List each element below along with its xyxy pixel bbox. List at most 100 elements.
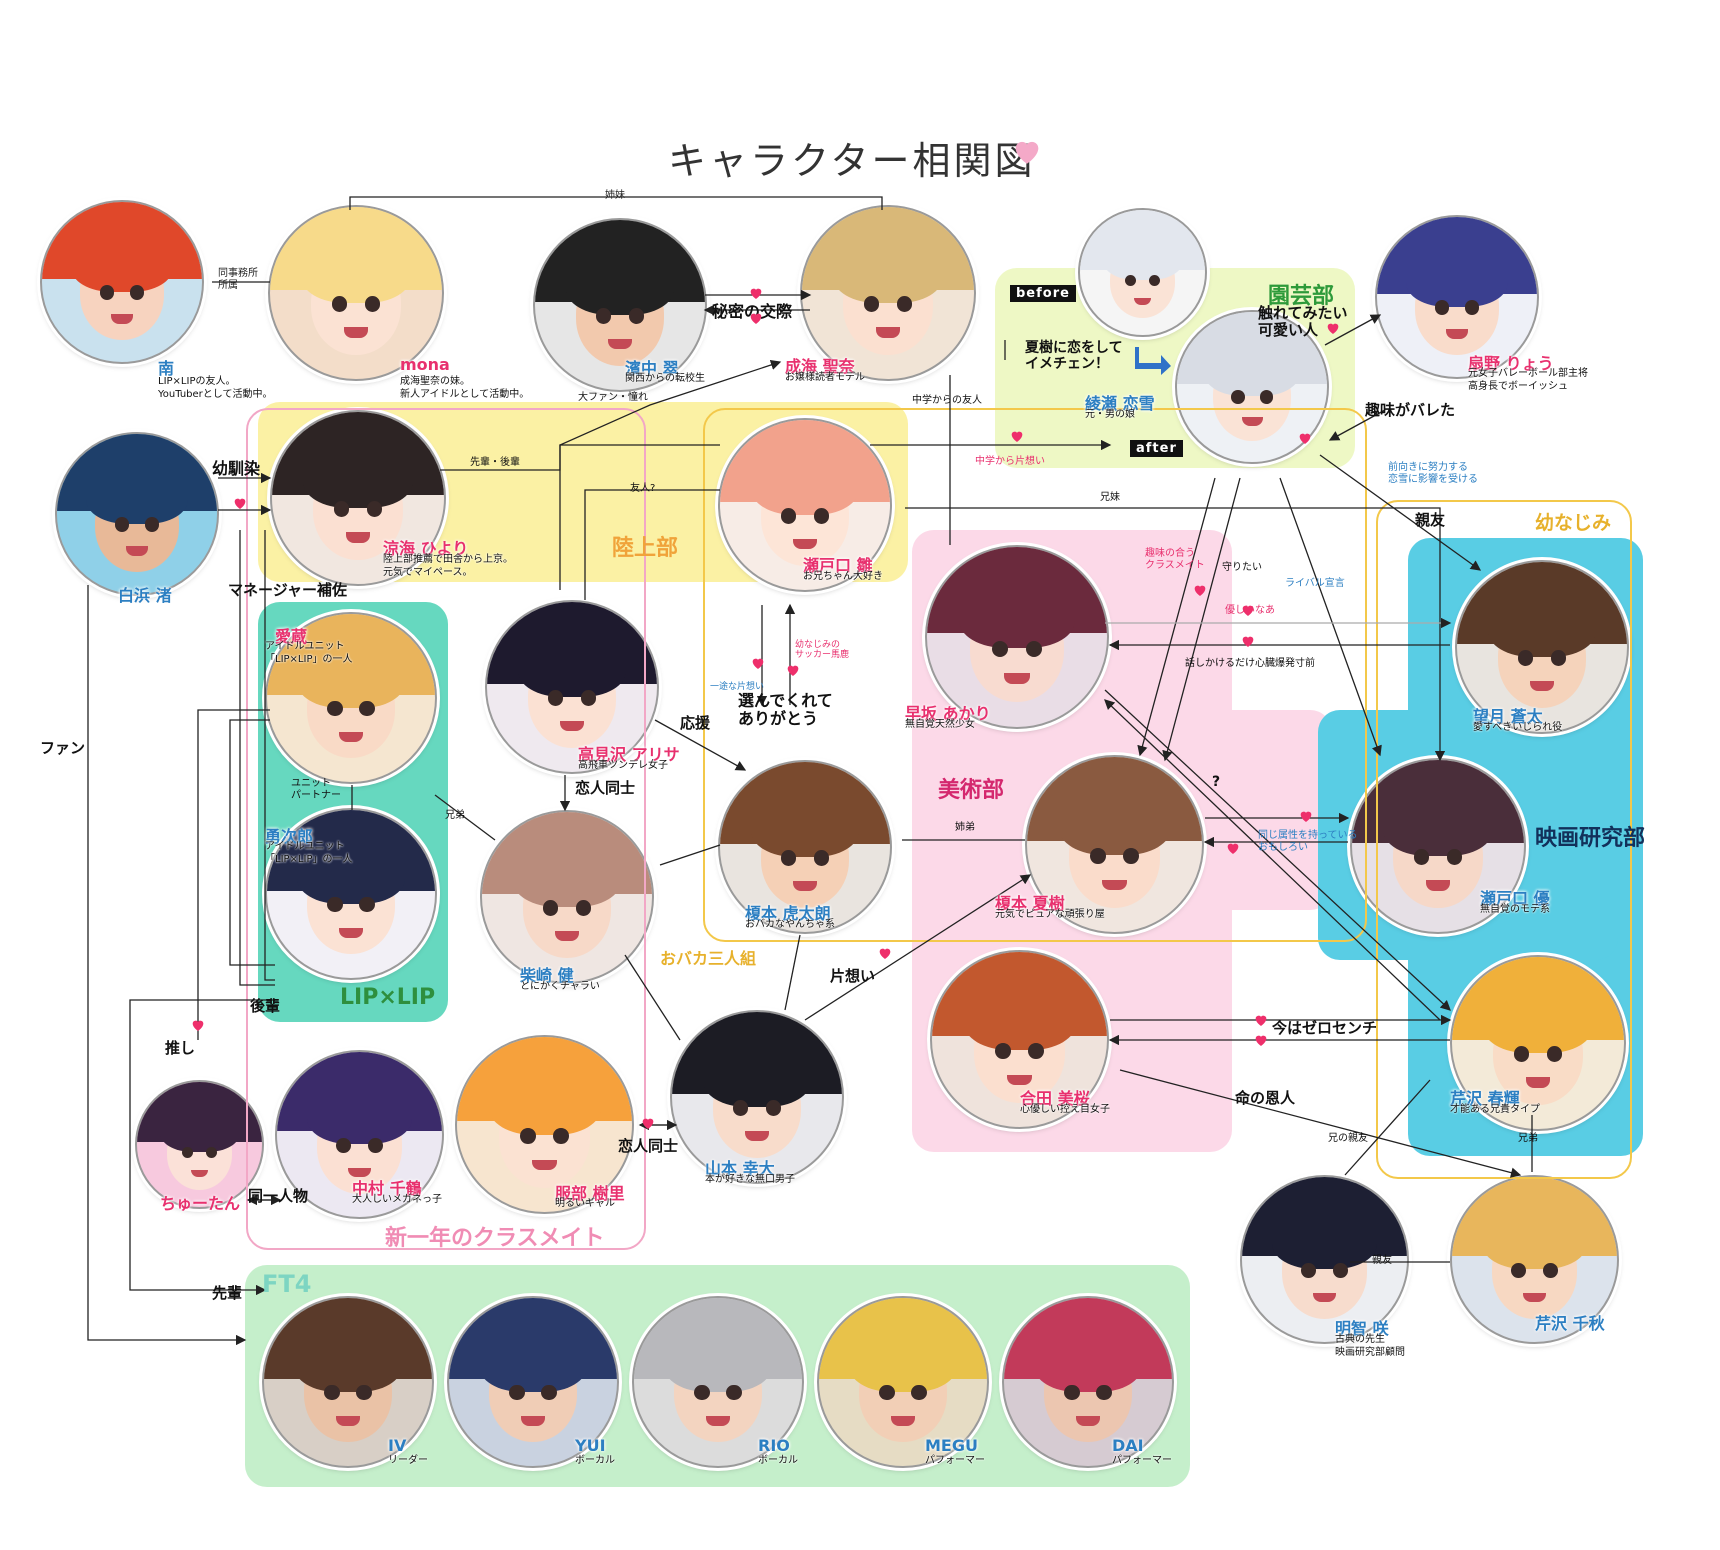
relation-best-friend: 親友	[1415, 511, 1446, 529]
relation-childhood-friend: 幼馴染	[212, 459, 261, 478]
ryo-description: 元女子バレーボール部主将 高身長でボーイッシュ	[1468, 368, 1588, 392]
dai-description: パフォーマー	[1112, 1455, 1172, 1466]
koyuki_before-avatar	[1078, 208, 1207, 337]
relation-big-fan: 大ファン・憧れ	[578, 392, 648, 403]
relation-protect: 守りたい	[1222, 562, 1262, 573]
mona-description: 成海聖奈の妹。 新人アイドルとして活動中。	[400, 376, 530, 400]
megu-avatar	[817, 1296, 989, 1468]
relation-siblings1: 兄妹	[1100, 492, 1120, 503]
relation-same-person: 同一人物	[248, 1187, 309, 1205]
relation-like-minded: 趣味の合う クラスメイト	[1145, 548, 1205, 571]
group-label-classmates: 新一年のクラスメイト	[385, 1226, 605, 1251]
relation-manager-assist: マネージャー補佐	[228, 581, 347, 599]
heart-icon	[1298, 808, 1314, 824]
group-label-idiot-trio: おバカ三人組	[660, 949, 757, 968]
torataro-description: おバカなやんちゃ系	[745, 919, 835, 930]
outline-idiot-trio	[703, 408, 1367, 942]
minami-description: LIP×LIPの友人。 YouTuberとして活動中。	[158, 376, 273, 400]
akari-description: 無自覚天然少女	[905, 719, 975, 730]
dai-avatar	[1002, 1296, 1174, 1468]
group-label-ft4: FT4	[262, 1270, 312, 1298]
iv-name: IV	[388, 1436, 407, 1455]
relation-senpai: 先輩	[212, 1284, 243, 1302]
chiaki-avatar	[1450, 1175, 1619, 1344]
yu-description: 無自覚のモテ系	[1480, 904, 1550, 915]
heart-icon	[1240, 633, 1256, 649]
ryo-avatar	[1375, 215, 1539, 379]
heart-icon	[748, 285, 764, 301]
relation-question: ?	[1212, 774, 1221, 790]
relation-oshi: 推し	[165, 1039, 196, 1057]
relation-thanks: 選んでくれて ありがとう	[738, 691, 833, 729]
heart-icon	[232, 495, 248, 511]
relation-hobby-found: 趣味がバレた	[1365, 401, 1456, 419]
sui-description: 関西からの転校生	[625, 373, 705, 384]
hina-name: 瀬戸口 雛	[803, 556, 873, 575]
heart-icon	[190, 1017, 206, 1033]
heart-icon	[1009, 428, 1025, 444]
hiyori-description: 陸上部推薦で田舎から上京。 元気でマイペース。	[383, 554, 513, 578]
heart-icon	[1240, 602, 1256, 618]
haruki-description: 才能ある兄貴タイプ	[1450, 1104, 1540, 1115]
relation-zero-cm: 今はゼロセンチ	[1272, 1019, 1378, 1037]
seina-avatar	[800, 205, 976, 381]
alisa-description: 高飛車ツンデレ女子	[578, 760, 668, 771]
relation-lovers1: 恋人同士	[575, 779, 636, 797]
megu-name: MEGU	[925, 1436, 978, 1455]
heart-icon	[1192, 582, 1208, 598]
tag-before: before	[1010, 285, 1076, 302]
hiyori-name: 涼海 ひより	[383, 539, 469, 558]
chikura-avatar	[265, 612, 437, 784]
relation-lovers2: 恋人同士	[618, 1137, 679, 1155]
chizuru-description: 大人しいメガネっ子	[352, 1194, 442, 1205]
heart-icon	[785, 662, 801, 678]
rio-name: RIO	[758, 1436, 790, 1455]
group-label-garden: 園芸部	[1268, 284, 1335, 309]
koyuki-description: 元・男の娘	[1085, 409, 1135, 420]
natsuki-description: 元気でピュアな頑張り屋	[995, 909, 1105, 920]
relation-brothers2: 兄弟	[1518, 1133, 1538, 1144]
chikura-name: 愛蔵	[275, 627, 308, 646]
relation-heart-burst: 話しかけるだけ心臓爆発寸前	[1185, 658, 1315, 669]
page-title: キャラクター相関図	[668, 139, 1036, 183]
relation-unit-partner: ユニット パートナー	[291, 778, 341, 801]
heart-icon	[1297, 430, 1313, 446]
sui-avatar	[533, 218, 707, 392]
haruki-avatar	[1450, 955, 1626, 1131]
heart-icon	[1225, 840, 1241, 856]
relation-crush-on-natsuki: 夏樹に恋をして イメチェン！	[1025, 340, 1123, 373]
relation-kohai: 後輩	[250, 997, 281, 1015]
group-label-childhood: 幼なじみ	[1535, 512, 1612, 534]
miou-description: 心優しい控え目女子	[1020, 1104, 1110, 1115]
miou-name: 合田 美桜	[1020, 1089, 1090, 1108]
hina-description: お兄ちゃん大好き	[803, 571, 883, 582]
group-label-lipxlip: LIP×LIP	[340, 985, 436, 1010]
heart-icon	[750, 655, 766, 671]
yui-name: YUI	[575, 1436, 606, 1455]
relation-best-friend2: 親友	[1372, 1255, 1392, 1266]
juri-name: 服部 樹里	[555, 1184, 625, 1203]
relation-same-trait: 同じ属性を持っている おもしろい	[1258, 830, 1358, 853]
ryo-name: 扇野 りょう	[1468, 354, 1554, 373]
chutan-name: ちゅーたん	[160, 1194, 241, 1213]
miou-avatar	[930, 950, 1109, 1129]
heart-icon	[748, 310, 764, 326]
alisa-name: 高見沢 アリサ	[578, 745, 680, 764]
nagisa-name: 白浜 渚	[118, 586, 172, 605]
yujiro-avatar	[265, 808, 437, 980]
minami-name: 南	[158, 359, 175, 378]
relation-jh-friend: 中学からの友人	[912, 395, 982, 406]
relation-rival: ライバル宣言	[1285, 578, 1345, 589]
seina-name: 成海 聖奈	[785, 357, 855, 376]
seina-description: お嬢様読者モデル	[785, 372, 865, 383]
juri-description: 明るいギャル	[555, 1198, 615, 1209]
iv-description: リーダー	[388, 1455, 428, 1466]
yujiro-description: アイドルユニット 「LIP×LIP」の一人	[265, 841, 353, 865]
minami-avatar	[40, 200, 204, 364]
saki-avatar	[1240, 1175, 1409, 1344]
title-heart-icon	[1010, 134, 1044, 172]
nagisa-avatar	[55, 432, 219, 596]
yui-avatar	[447, 1296, 619, 1468]
heart-icon	[877, 945, 893, 961]
